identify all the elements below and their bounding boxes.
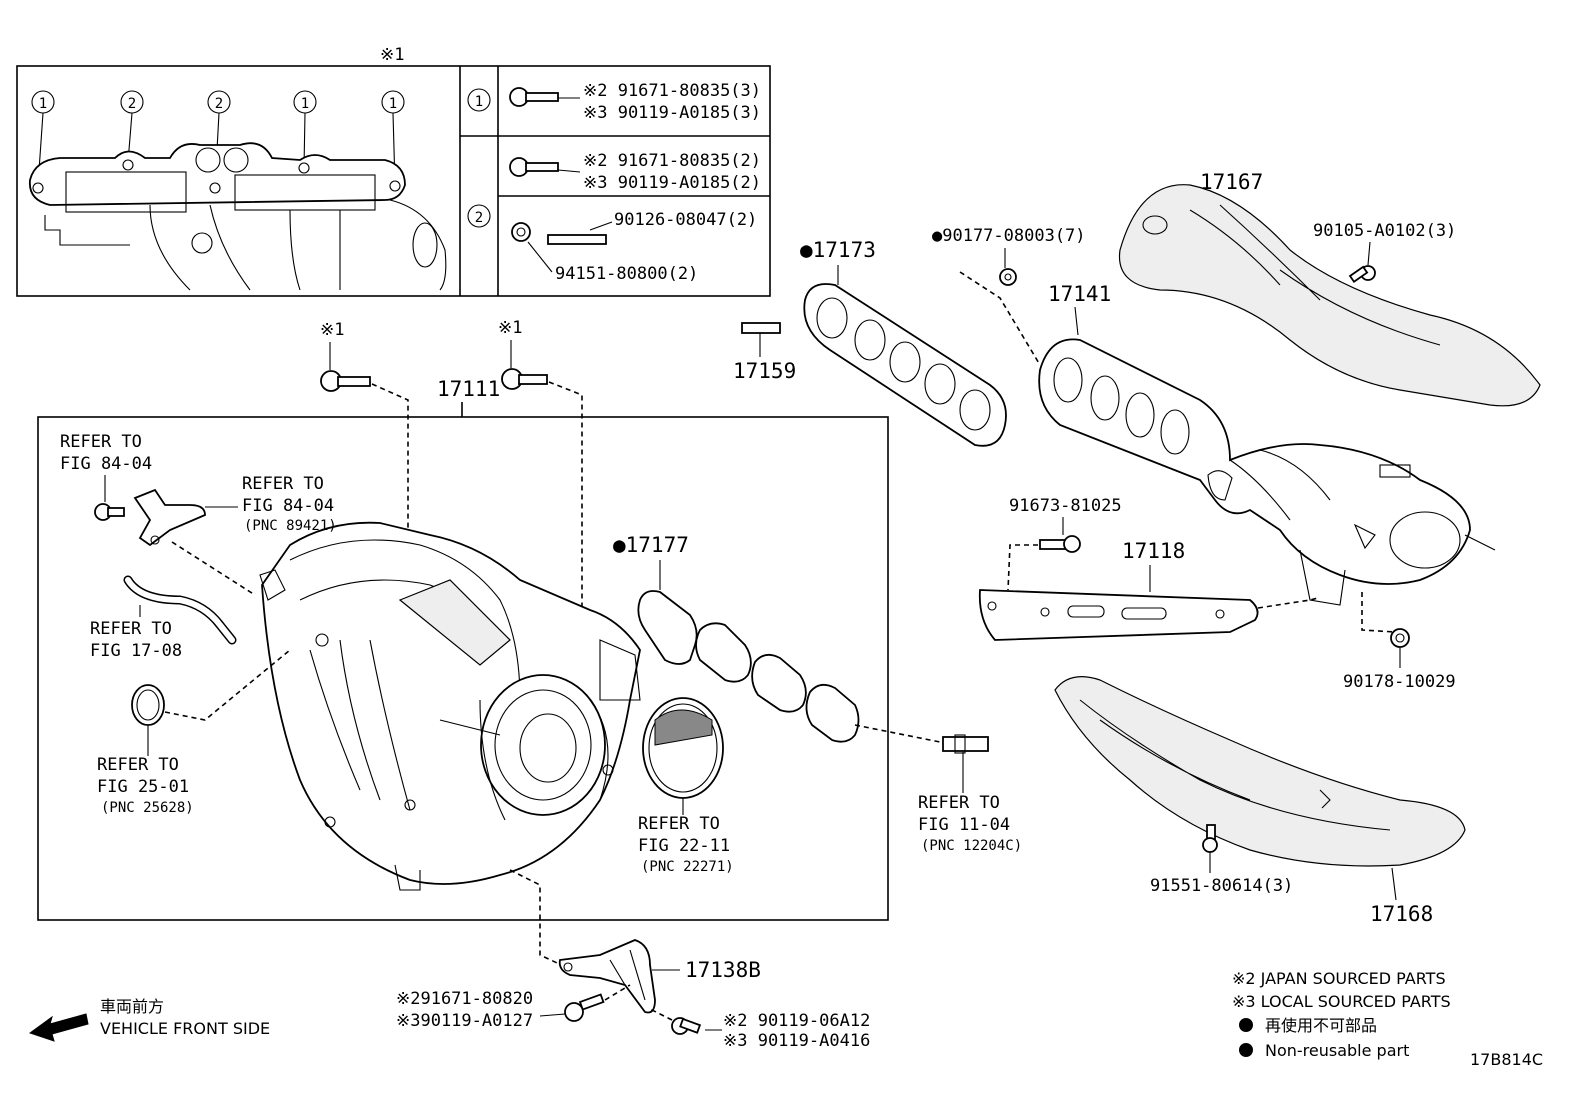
bolt-icon (1039, 535, 1081, 553)
part-91673: 91673-81025 (1009, 496, 1122, 516)
part-17141: 17141 (1048, 282, 1111, 306)
refer5-line3: (PNC 22271) (641, 859, 734, 875)
inset-header: ※1 (380, 45, 404, 65)
svg-text:2: 2 (215, 96, 223, 112)
hose-icon (123, 575, 237, 645)
stud-icon (942, 734, 989, 754)
legend-nonreusable-jp: 再使用不可部品 (1265, 1016, 1377, 1035)
refer6-line2: FIG 11-04 (918, 815, 1010, 835)
star1-label-b: ※1 (498, 318, 522, 338)
inset-row1-line1: ※2 91671-80835(3) (583, 81, 761, 101)
front-arrow-icon (28, 1013, 89, 1042)
part-17167: 17167 (1200, 170, 1263, 194)
bullet-icon (1239, 1043, 1253, 1057)
intake-gasket-drawing (637, 590, 860, 743)
bolt-icon (509, 87, 559, 107)
bracket-bolt-right-2: ※3 90119-A0416 (723, 1031, 870, 1051)
legend-nonreusable-en: Non-reusable part (1265, 1041, 1409, 1060)
inset-row2-line1: ※2 91671-80835(2) (583, 151, 761, 171)
o-ring-icon (131, 684, 165, 726)
inset-row1-circle: 1 (475, 94, 483, 110)
nut-icon (999, 268, 1017, 286)
refer4-line3: (PNC 25628) (101, 800, 194, 816)
part-91551: 91551-80614(3) (1150, 876, 1293, 896)
legend-japan-sourced: ※2 JAPAN SOURCED PARTS (1232, 969, 1446, 988)
inset-row3-line1: 90126-08047(2) (614, 210, 757, 230)
svg-text:1: 1 (301, 96, 309, 112)
refer4-line1: REFER TO (97, 755, 179, 775)
inset-manifold-drawing (28, 142, 447, 291)
nut-icon (1390, 628, 1410, 648)
bolt-icon (671, 1017, 702, 1035)
heat-insulator-upper-drawing (1118, 184, 1541, 407)
inset-row1-line2: ※3 90119-A0185(3) (583, 103, 761, 123)
svg-text:2: 2 (128, 96, 136, 112)
refer5-line1: REFER TO (638, 814, 720, 834)
part-17159: 17159 (733, 359, 796, 383)
bracket-bolt-left-2: ※390119-A0127 (396, 1011, 533, 1031)
intake-manifold-frame (37, 416, 889, 921)
refer2-line3: (PNC 89421) (244, 518, 337, 534)
refer2-line1: REFER TO (242, 474, 324, 494)
refer6-line3: (PNC 12204C) (921, 838, 1022, 854)
stud-icon (741, 322, 781, 334)
refer6-line1: REFER TO (918, 793, 1000, 813)
refer1-line2: FIG 84-04 (60, 454, 152, 474)
bracket-bolt-right-1: ※2 90119-06A12 (723, 1011, 870, 1031)
refer3-line2: FIG 17-08 (90, 641, 182, 661)
refer2-line2: FIG 84-04 (242, 496, 334, 516)
figure-code: 17B814C (1470, 1050, 1543, 1069)
bolt-icon (501, 368, 548, 390)
star1-label-a: ※1 (320, 320, 344, 340)
heat-insulator-lower-drawing (1054, 676, 1466, 867)
throttle-gasket-drawing (642, 697, 724, 799)
part-17118: 17118 (1122, 539, 1185, 563)
bracket-bolt-left-1: ※291671-80820 (396, 989, 533, 1009)
part-17173: ●17173 (800, 238, 876, 262)
nut-icon (511, 222, 531, 242)
intake-manifold-drawing (259, 521, 641, 891)
refer3-line1: REFER TO (90, 619, 172, 639)
exhaust-gasket-drawing (803, 283, 1007, 447)
part-90177: ●90177-08003(7) (932, 226, 1086, 246)
inset-row3-line2: 94151-80800(2) (555, 264, 698, 284)
bracket-drawing (558, 939, 656, 1014)
bolt-icon (94, 503, 125, 521)
bolt-icon (564, 993, 605, 1022)
refer5-line2: FIG 22-11 (638, 836, 730, 856)
inset-row3-circle: 2 (475, 210, 483, 226)
bullet-icon (1239, 1018, 1253, 1032)
legend-local-sourced: ※3 LOCAL SOURCED PARTS (1232, 992, 1451, 1011)
inset-frame (16, 65, 771, 297)
part-17111: 17111 (437, 377, 500, 401)
exhaust-manifold-drawing (1038, 338, 1496, 606)
bolt-icon (320, 370, 371, 392)
sensor-icon (133, 488, 206, 547)
manifold-stay-drawing (978, 589, 1259, 641)
part-90105: 90105-A0102(3) (1313, 221, 1456, 241)
stud-icon (547, 234, 607, 245)
refer4-line2: FIG 25-01 (97, 777, 189, 797)
svg-text:1: 1 (39, 96, 47, 112)
front-side-en: VEHICLE FRONT SIDE (100, 1019, 270, 1038)
inset-row2-line2: ※3 90119-A0185(2) (583, 173, 761, 193)
part-17177: ●17177 (613, 533, 689, 557)
part-90178: 90178-10029 (1343, 672, 1456, 692)
part-17138b: 17138B (685, 958, 761, 982)
bolt-icon (1348, 265, 1376, 283)
svg-text:1: 1 (389, 96, 397, 112)
bolt-icon (509, 157, 559, 177)
refer1-line1: REFER TO (60, 432, 142, 452)
part-17168: 17168 (1370, 902, 1433, 926)
front-side-jp: 車両前方 (100, 997, 164, 1016)
